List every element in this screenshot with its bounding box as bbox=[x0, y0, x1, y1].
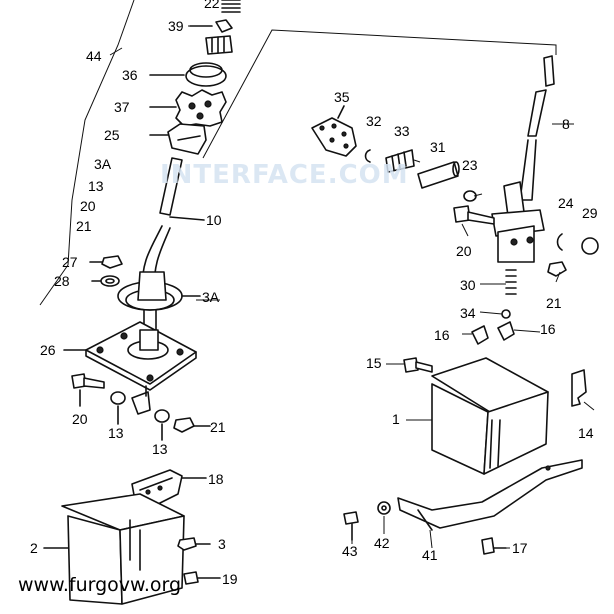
nut-27 bbox=[89, 255, 123, 269]
spring-30 bbox=[505, 269, 517, 295]
label-37: 37 bbox=[114, 99, 130, 115]
label-44: 44 bbox=[86, 48, 102, 64]
bracket-plate-41 bbox=[397, 459, 583, 531]
label-32: 32 bbox=[366, 113, 382, 129]
label-20-right: 20 bbox=[456, 243, 472, 259]
bushing-13-left bbox=[110, 391, 126, 425]
label-42: 42 bbox=[374, 535, 390, 551]
screw-19 bbox=[183, 571, 221, 585]
label-21-left: 21 bbox=[210, 419, 226, 435]
label-36: 36 bbox=[122, 67, 138, 83]
label-29: 29 bbox=[582, 205, 598, 221]
bolt-43 bbox=[343, 511, 359, 541]
label-39: 39 bbox=[168, 18, 184, 34]
label-13-left: 13 bbox=[108, 425, 124, 441]
gear-37 bbox=[149, 89, 227, 127]
label-10: 10 bbox=[206, 212, 222, 228]
label-19: 19 bbox=[222, 571, 238, 587]
nut-21-right bbox=[547, 261, 567, 277]
label-43: 43 bbox=[342, 543, 358, 559]
screw-17 bbox=[481, 537, 507, 555]
label-24: 24 bbox=[558, 195, 574, 211]
rod-8 bbox=[519, 55, 555, 201]
label-16-left: 16 bbox=[434, 327, 450, 343]
label-27: 27 bbox=[62, 254, 78, 270]
label-28: 28 bbox=[54, 273, 70, 289]
connector-line bbox=[202, 29, 557, 159]
label-41: 41 bbox=[422, 547, 438, 563]
washer-28 bbox=[91, 275, 120, 287]
label-16-right: 16 bbox=[540, 321, 556, 337]
washer-42 bbox=[377, 501, 391, 515]
label-25: 25 bbox=[104, 127, 120, 143]
pads-16 bbox=[471, 321, 515, 345]
ball-34 bbox=[501, 309, 511, 319]
label-34: 34 bbox=[460, 305, 476, 321]
label-15: 15 bbox=[366, 355, 382, 371]
label-14: 14 bbox=[578, 425, 594, 441]
shift-lever-assembly bbox=[491, 181, 545, 263]
site-credit: www.furgovw.org bbox=[18, 574, 182, 596]
label-30: 30 bbox=[460, 277, 476, 293]
boot-3a bbox=[117, 271, 201, 341]
leader-lines bbox=[188, 25, 595, 549]
base-plate-26 bbox=[63, 321, 197, 391]
part-14 bbox=[571, 369, 587, 407]
spring-33 bbox=[385, 149, 415, 173]
label-13-group: 13 bbox=[88, 178, 104, 194]
pin-31 bbox=[417, 161, 460, 189]
box-1 bbox=[431, 357, 549, 475]
cap-29 bbox=[581, 237, 599, 255]
group-44-tick bbox=[109, 47, 123, 56]
label-26: 26 bbox=[40, 342, 56, 358]
bushing-top bbox=[205, 35, 233, 55]
label-2: 2 bbox=[30, 540, 38, 556]
label-3: 3 bbox=[218, 536, 226, 552]
group-44-bracket bbox=[39, 0, 135, 306]
label-20-group: 20 bbox=[80, 198, 96, 214]
label-23: 23 bbox=[462, 157, 478, 173]
label-21-right: 21 bbox=[546, 295, 562, 311]
label-17: 17 bbox=[512, 540, 528, 556]
link-arm bbox=[131, 385, 151, 415]
circlip-32 bbox=[364, 149, 371, 163]
label-18: 18 bbox=[208, 471, 224, 487]
nut-3 bbox=[177, 537, 211, 551]
housing-25 bbox=[149, 123, 207, 155]
watermark: INTERFACE.COM bbox=[160, 160, 409, 190]
label-33: 33 bbox=[394, 123, 410, 139]
bolt-20-left bbox=[71, 373, 105, 407]
label-3a-group: 3A bbox=[94, 156, 112, 172]
ring-36 bbox=[149, 62, 227, 87]
spring-22 bbox=[221, 0, 241, 13]
shift-rod-10 bbox=[141, 157, 205, 291]
label-3a: 3A bbox=[202, 289, 220, 305]
label-31: 31 bbox=[430, 139, 446, 155]
label-13-right: 13 bbox=[152, 441, 168, 457]
screw-15 bbox=[403, 357, 433, 373]
bushing-13-right bbox=[154, 409, 170, 441]
label-20-left: 20 bbox=[72, 411, 88, 427]
label-21-group: 21 bbox=[76, 218, 92, 234]
nut-21-left bbox=[173, 417, 211, 433]
housing-2 bbox=[43, 493, 185, 605]
label-8: 8 bbox=[562, 116, 570, 132]
boot-35 bbox=[311, 105, 357, 157]
label-1: 1 bbox=[392, 411, 400, 427]
bolt-20-right bbox=[453, 205, 495, 225]
circlip-24 bbox=[556, 233, 563, 251]
label-35: 35 bbox=[334, 89, 350, 105]
label-22: 22 bbox=[204, 0, 220, 11]
